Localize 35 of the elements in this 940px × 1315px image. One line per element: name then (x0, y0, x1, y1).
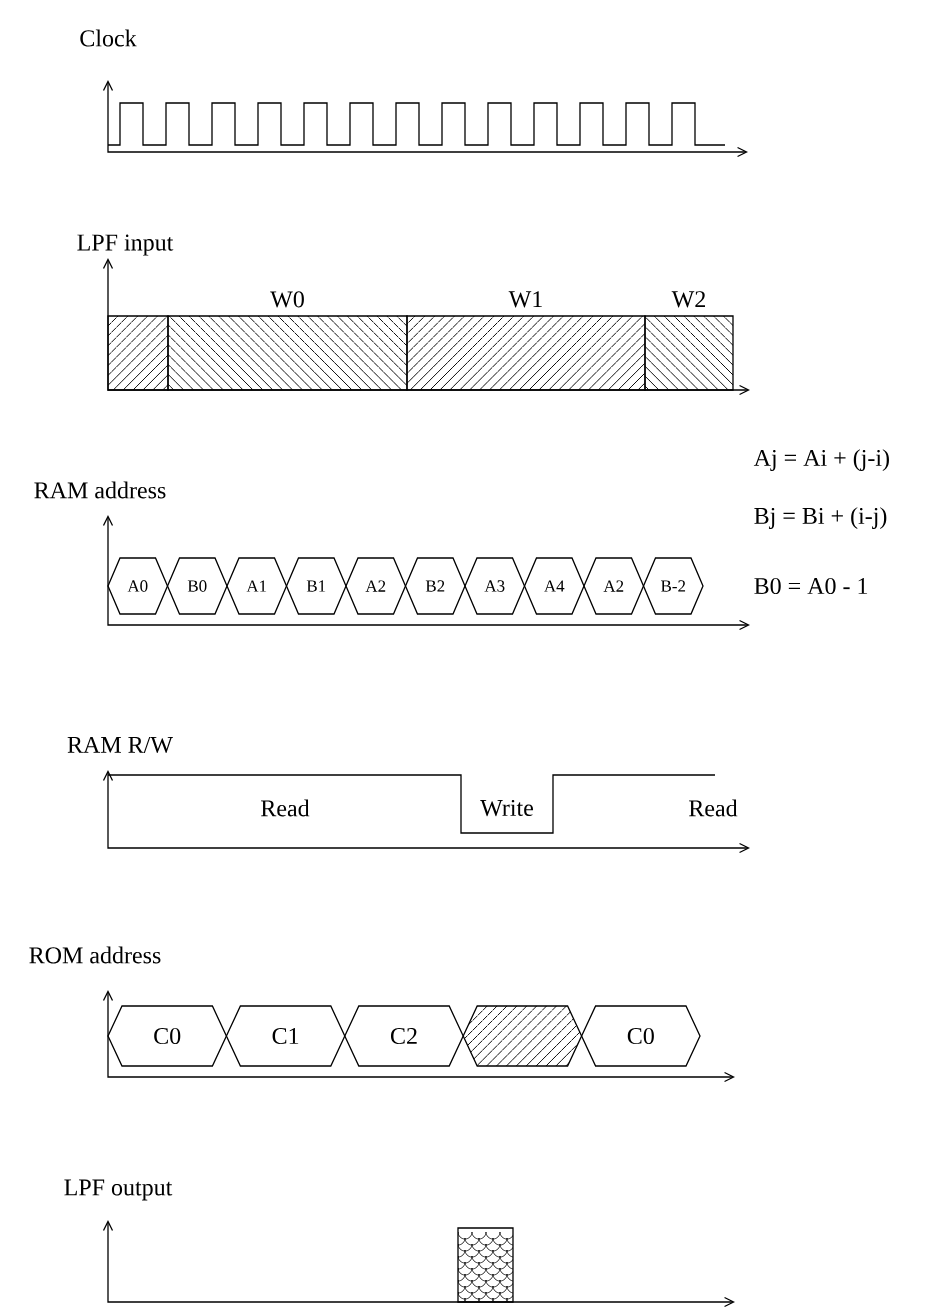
hatched-band: W2 (644, 291, 734, 391)
data-hexagon: A0 (107, 557, 169, 615)
signal-name: ROM address (29, 946, 161, 964)
data-hexagon: A2 (583, 557, 645, 615)
signal-name: RAM address (34, 481, 166, 499)
data-hexagon: C2 (344, 1005, 464, 1067)
signal-name: LPF output (64, 1179, 173, 1201)
equation: Bj = Bi + (i-j) (754, 507, 887, 529)
equation: Aj = Ai + (j-i) (753, 449, 889, 471)
hatched-hexagon (462, 1005, 583, 1067)
data-hexagon: A4 (523, 557, 585, 615)
data-hexagon: B0 (166, 557, 228, 615)
data-hexagon: C1 (225, 1005, 346, 1067)
node-label: W0 (270, 291, 304, 308)
output-block (457, 1227, 514, 1303)
state-label: Read (689, 799, 738, 817)
hatched-band: W0 (167, 291, 408, 391)
node-label: W1 (508, 291, 542, 308)
hatched-band (107, 315, 169, 391)
signal-name: LPF input (77, 234, 174, 256)
node-label: W2 (671, 291, 706, 308)
hatched-band: W1 (406, 291, 646, 391)
state-label: Read (261, 799, 310, 817)
data-hexagon: C0 (107, 1005, 228, 1067)
data-hexagon: A3 (464, 557, 526, 615)
data-hexagon: A2 (345, 557, 407, 615)
state-label: Write (480, 799, 533, 817)
data-hexagon: A1 (226, 557, 288, 615)
signal-name: Clock (80, 29, 137, 47)
data-hexagon: B1 (285, 557, 347, 615)
data-hexagon: B-2 (642, 557, 704, 615)
data-hexagon: C0 (580, 1005, 701, 1067)
equation: B0 = A0 - 1 (754, 577, 868, 595)
signal-name: RAM R/W (67, 736, 173, 754)
data-hexagon: B2 (404, 557, 466, 615)
